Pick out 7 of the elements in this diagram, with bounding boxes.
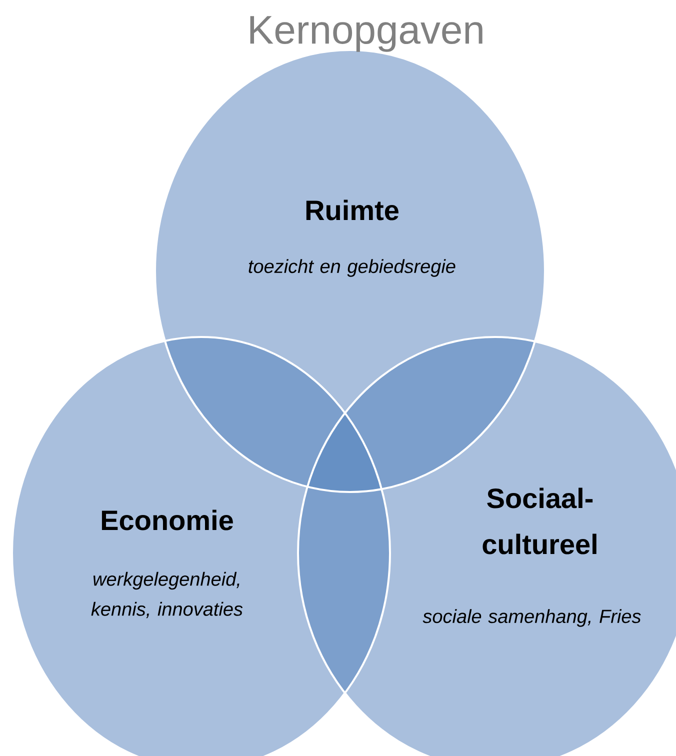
circle-heading: Sociaal-cultureel [482, 488, 596, 554]
circle-description: werkgelegenheid, kennis, innovaties [91, 572, 243, 618]
title: Kernopgaven [250, 16, 482, 52]
circle-description: toezicht en gebiedsregie [248, 259, 456, 277]
circle-heading: Economie [102, 510, 233, 530]
circle-heading: Ruimte [306, 200, 398, 220]
circle-description: sociale samenhang, Fries [422, 609, 641, 627]
